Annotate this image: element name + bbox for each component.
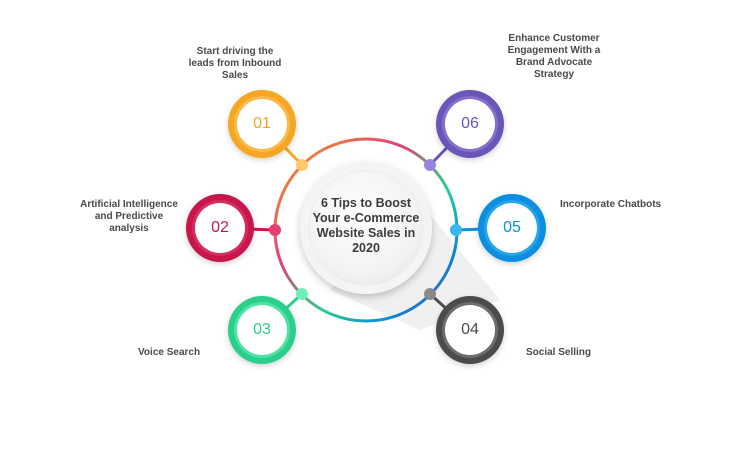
tip-circle-inner (237, 305, 287, 355)
tip-node-01 (228, 90, 308, 171)
tip-label-06: Enhance Customer Engagement With a Brand… (507, 33, 601, 80)
tip-dot (424, 159, 436, 171)
tip-dot (296, 159, 308, 171)
tip-label-02: Artificial Intelligence and Predictive a… (80, 199, 178, 234)
tip-dot (296, 288, 308, 300)
center-disc (308, 170, 424, 286)
tip-circle-inner (445, 99, 495, 149)
tip-number-03: 03 (253, 321, 271, 338)
tip-circle-inner (487, 203, 537, 253)
tip-circle-inner (445, 305, 495, 355)
tip-dot (450, 224, 462, 236)
tip-dot (269, 224, 281, 236)
tip-label-03: Voice Search (138, 347, 201, 358)
tip-number-04: 04 (461, 321, 479, 338)
tip-number-01: 01 (253, 115, 271, 132)
tip-node-02 (186, 194, 281, 262)
tip-node-05 (450, 194, 546, 262)
center-title-text: 6 Tips to Boost Your e-Commerce Website … (312, 196, 420, 255)
tip-number-02: 02 (211, 219, 229, 236)
tip-dot (424, 288, 436, 300)
center-title: 6 Tips to Boost Your e-Commerce Website … (296, 170, 436, 282)
tip-label-04: Social Selling (526, 347, 592, 358)
tip-label-05: Incorporate Chatbots (560, 199, 662, 210)
tip-number-06: 06 (461, 115, 479, 132)
tip-number-05: 05 (503, 219, 521, 236)
tip-node-04 (424, 288, 504, 364)
tip-circle-inner (237, 99, 287, 149)
tip-label-01: Start driving the leads from Inbound Sal… (188, 46, 282, 81)
tip-node-06 (424, 90, 504, 171)
tip-circle-inner (195, 203, 245, 253)
tip-node-03 (228, 288, 308, 364)
